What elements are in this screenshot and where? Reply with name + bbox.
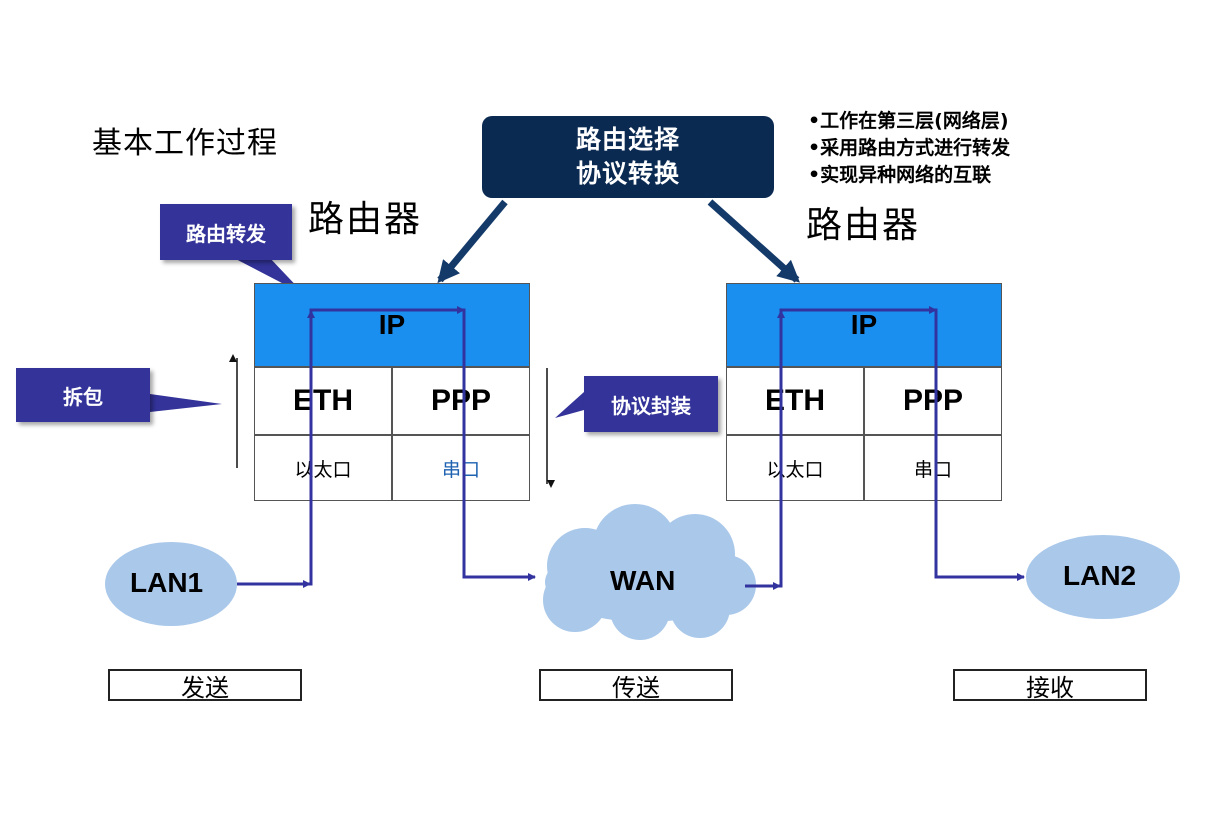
eth-protocol-cell: ETH — [254, 367, 392, 435]
arrow-top-to-left-router — [437, 199, 508, 284]
feature-item: 工作在第三层(网络层) — [808, 108, 1010, 135]
router-left: IP ETH PPP 以太口 串口 — [254, 283, 530, 501]
serial-port-cell: 串口 — [864, 435, 1002, 501]
stage-send: 发送 — [108, 669, 302, 702]
page-title: 基本工作过程 — [92, 126, 278, 161]
eth-protocol-cell: ETH — [726, 367, 864, 435]
wan-cloud — [543, 504, 756, 640]
ip-layer: IP — [254, 283, 530, 367]
callout-encapsulation: 协议封装 — [584, 376, 718, 432]
feature-item: 实现异种网络的互联 — [808, 162, 1010, 189]
lan2-label: LAN2 — [1063, 560, 1137, 591]
callout-encap-tail — [555, 392, 584, 418]
lan1-label: LAN1 — [130, 567, 204, 598]
flow-path-left-router — [237, 308, 536, 586]
callout-routing-forward: 路由转发 — [160, 204, 292, 260]
callout-unpack-tail — [150, 394, 222, 412]
serial-port-cell: 串口 — [392, 435, 530, 501]
flow-path-right-router — [745, 308, 1025, 588]
callout-unpack: 拆包 — [16, 368, 150, 422]
router-label-left: 路由器 — [308, 199, 423, 240]
ip-layer: IP — [726, 283, 1002, 367]
routing-function-line1: 路由选择 — [575, 125, 680, 154]
ppp-protocol-cell: PPP — [392, 367, 530, 435]
router-label-right: 路由器 — [806, 205, 921, 246]
wan-label: WAN — [610, 565, 676, 596]
arrow-top-to-right-router — [707, 199, 800, 283]
stage-receive: 接收 — [953, 669, 1147, 702]
lan2-ellipse — [1026, 535, 1180, 619]
ethernet-port-cell: 以太口 — [254, 435, 392, 501]
ethernet-port-cell: 以太口 — [726, 435, 864, 501]
feature-item: 采用路由方式进行转发 — [808, 135, 1010, 162]
router-right: IP ETH PPP 以太口 串口 — [726, 283, 1002, 501]
lan1-ellipse — [105, 542, 237, 626]
feature-list: 工作在第三层(网络层) 采用路由方式进行转发 实现异种网络的互联 — [808, 108, 1010, 189]
ppp-protocol-cell: PPP — [864, 367, 1002, 435]
routing-function-box: 路由选择 协议转换 — [482, 116, 774, 198]
stage-transfer: 传送 — [539, 669, 733, 702]
routing-function-line2: 协议转换 — [575, 159, 680, 188]
